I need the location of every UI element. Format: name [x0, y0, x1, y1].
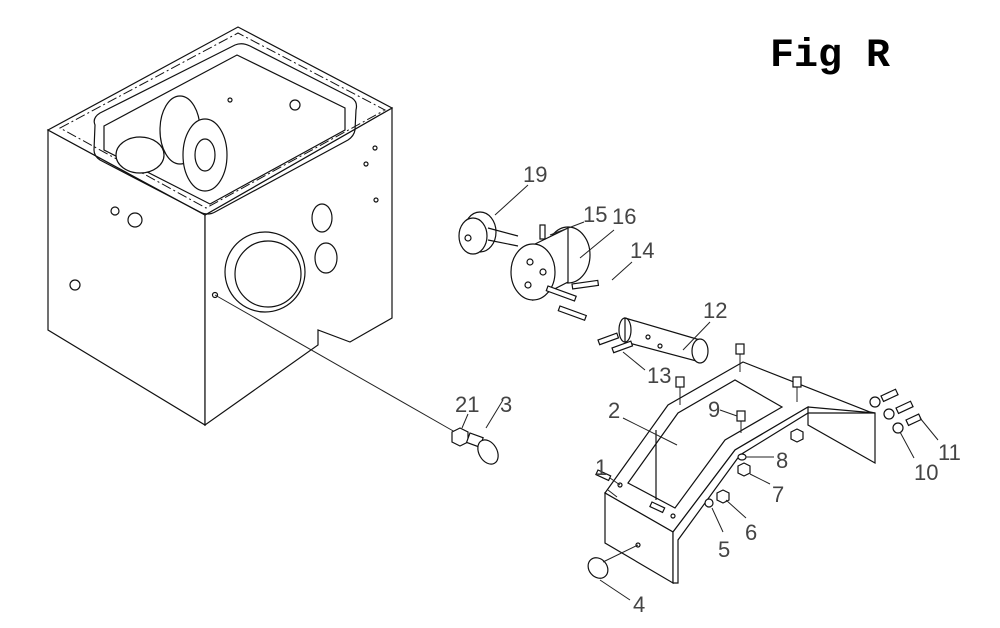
callout-14: 14	[630, 238, 654, 263]
part-12-pin	[597, 317, 709, 364]
callout-12: 12	[703, 298, 727, 323]
callout-8: 8	[776, 448, 788, 473]
callouts: 1 2 3 4 5 6 7 8 9 10 11 12 13 14 15 16 1…	[455, 162, 961, 617]
figure-title: Fig R	[770, 34, 890, 79]
callout-15: 15	[583, 202, 607, 227]
callout-3: 3	[500, 392, 512, 417]
callout-21: 21	[455, 392, 479, 417]
callout-16: 16	[612, 204, 636, 229]
part-19-shaft	[458, 211, 519, 255]
callout-7: 7	[772, 482, 784, 507]
callout-6: 6	[745, 520, 757, 545]
callout-5: 5	[718, 537, 730, 562]
part-1-2-guard	[587, 343, 923, 585]
callout-11: 11	[938, 440, 961, 465]
part-16-flange	[510, 224, 600, 322]
callout-4: 4	[633, 592, 645, 617]
callout-10: 10	[914, 460, 938, 485]
callout-2: 2	[608, 398, 620, 423]
part-3-plug	[451, 427, 499, 465]
callout-9: 9	[708, 397, 720, 422]
callout-13: 13	[647, 363, 671, 388]
callout-1: 1	[595, 455, 607, 480]
callout-19: 19	[523, 162, 547, 187]
headstock-housing	[46, 26, 456, 433]
